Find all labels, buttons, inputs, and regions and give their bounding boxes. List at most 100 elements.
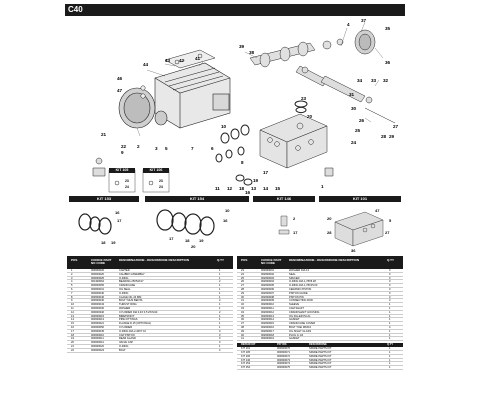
connecting-rods <box>295 65 396 124</box>
cell-desc: BIRETROFIT <box>119 314 135 318</box>
cell-qty: 1 <box>389 318 391 322</box>
cell-kit: KIT 153 <box>241 362 251 366</box>
cell-code: 002600002 <box>261 272 274 276</box>
cell-pos: 9 <box>71 299 73 303</box>
cell-code: 003600045 <box>91 329 104 333</box>
cell-pos: 10 <box>71 303 74 307</box>
cell-desc: CYLINDER <box>119 325 133 329</box>
callout-2: 2 <box>137 144 140 149</box>
cell-code: 002600005 <box>261 284 274 288</box>
cell-code: 002600013 <box>261 314 274 318</box>
callout-42: 42 <box>179 58 185 63</box>
callout-26: 26 <box>359 118 365 123</box>
callout-9: 9 <box>121 150 124 155</box>
cell-code: 003600071 <box>277 350 290 354</box>
cell-code: 003600015 <box>91 314 104 318</box>
kit101-title: KIT 101 <box>319 196 401 202</box>
cell-desc: CRANKCASE <box>119 284 136 288</box>
cell-qty: 1 <box>219 322 221 326</box>
cell-desc: OIL FILLER PLUG <box>289 314 311 318</box>
cell-pos: 18 <box>71 333 74 337</box>
callout-14: 14 <box>263 186 269 191</box>
kit153-callout-18: 18 <box>101 240 106 245</box>
crankshaft-assembly <box>249 29 376 68</box>
cell-code: 002600004 <box>261 280 274 284</box>
cell-qty: 1 <box>219 318 221 322</box>
kit154-callout-18: 18 <box>185 238 190 243</box>
cell-code: 003600046 <box>91 295 104 299</box>
callout-23: 23 <box>301 96 307 101</box>
callout-47: 47 <box>117 88 123 93</box>
callout-32: 32 <box>383 78 389 83</box>
cell-code: 003600030 <box>91 306 104 310</box>
cell-qty: 1 <box>219 325 221 329</box>
cell-kit: KIT 101 <box>241 347 251 351</box>
callout-15: 15 <box>275 186 281 191</box>
cell-pos: 33 <box>241 306 244 310</box>
pump-body <box>118 62 231 129</box>
cell-code: 002600018 <box>261 333 274 337</box>
cell-pos: 17 <box>71 329 74 333</box>
callout-24: 24 <box>351 140 357 145</box>
cell-kit: KIT 105 <box>241 350 251 354</box>
cell-code: 002600009 <box>261 299 274 303</box>
pump-head-manifold <box>259 113 328 169</box>
cell-desc: OIL SEAL <box>119 287 131 291</box>
callout-16: 16 <box>245 190 251 195</box>
cell-desc: PISTON GUIDE <box>289 291 308 295</box>
cell-desc: SLEEVE <box>289 303 300 307</box>
cell-desc: CARTER <box>119 269 130 272</box>
cell-desc: SPARE PARTS KIT <box>309 362 332 366</box>
cell-desc: CYLINDER DIA 0,4X 0,5 ZN M10 <box>119 310 158 314</box>
cell-desc: CRANKSHAFT HOUSING <box>289 310 320 314</box>
callout-43: 43 <box>165 58 171 63</box>
cell-code: 003600013 <box>91 318 104 322</box>
cell-code: 002600019 <box>261 337 274 341</box>
cell-desc: CLAGE OIL 24 MM <box>119 295 142 299</box>
cell-desc: GASKET <box>289 318 300 322</box>
cell-qty: 1 <box>389 306 391 310</box>
cell-code: 002600007 <box>261 291 274 295</box>
kit153-callout-19: 19 <box>111 240 116 245</box>
cell-qty: 3 <box>389 291 391 295</box>
cell-pos: 39 <box>241 329 244 333</box>
callout-3: 3 <box>155 146 158 151</box>
cell-desc: OIL SIGHT GLASS <box>289 329 312 333</box>
rk-col-code: PN° RIF. <box>277 343 287 347</box>
col-desc: DENOMINAZIONE - DESCRIZIONE DESCRIPTION <box>119 258 190 262</box>
cell-qty: 1 <box>389 362 391 366</box>
callout-31: 31 <box>349 92 355 97</box>
cell-pos: 22 <box>71 348 74 352</box>
cell-desc: BOLT TCEI M6X16 <box>289 325 312 329</box>
callout-25: 25 <box>355 128 361 133</box>
cell-code: 003600031 <box>91 287 104 291</box>
cell-qty: 1 <box>219 303 221 307</box>
cell-pos: 21 <box>71 344 74 348</box>
cell-qty: 3 <box>389 299 391 303</box>
cell-pos: 20 <box>71 341 74 345</box>
cell-code: 002600012 <box>261 310 274 314</box>
kit106-callout-24: 24 <box>159 185 163 189</box>
cell-desc: WASHER <box>119 306 131 310</box>
kit154-callout-16: 16 <box>223 218 228 223</box>
cell-desc: CALIBRO ASSEMBLY <box>119 272 145 276</box>
cell-qty: 1 <box>389 347 391 351</box>
